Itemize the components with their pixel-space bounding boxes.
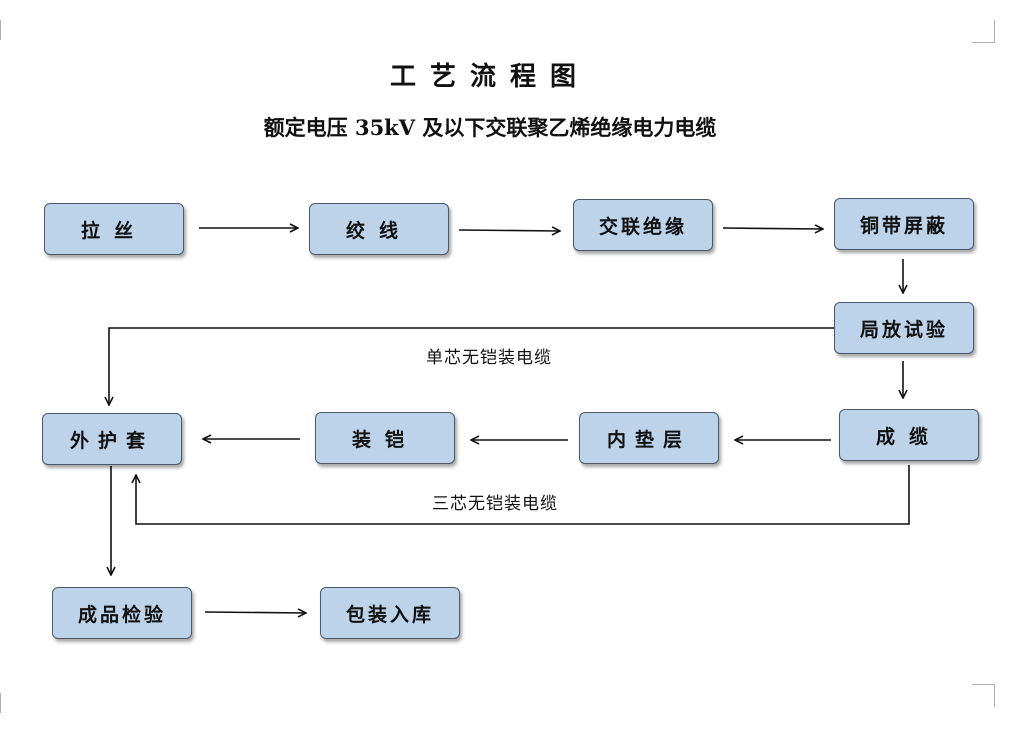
crop-mark-bottom-left bbox=[0, 693, 23, 713]
step-outer-sheath: 外护套 bbox=[42, 413, 182, 465]
crop-mark-top-right bbox=[972, 20, 995, 43]
step-stranding: 绞线 bbox=[309, 203, 449, 255]
arrow-stranding-to-insulation bbox=[458, 230, 560, 231]
arrow-inspection-to-packing bbox=[204, 612, 306, 613]
step-final-inspection: 成品检验 bbox=[52, 587, 192, 639]
step-packing-storage: 包装入库 bbox=[320, 587, 460, 639]
step-armoring: 装铠 bbox=[315, 412, 455, 464]
step-partial-discharge-test: 局放试验 bbox=[834, 302, 974, 354]
diagram-subtitle: 额定电压 35kV 及以下交联聚乙烯绝缘电力电缆 bbox=[263, 115, 717, 140]
arrow-insulation-to-shield bbox=[722, 228, 823, 229]
step-inner-bedding: 内垫层 bbox=[579, 412, 719, 464]
label-three-core-unarmored: 三芯无铠装电缆 bbox=[432, 494, 558, 514]
crop-mark-bottom-right bbox=[972, 684, 995, 707]
step-xlpe-insulation: 交联绝缘 bbox=[573, 199, 713, 251]
crop-mark-top-left bbox=[0, 20, 23, 40]
step-cabling: 成缆 bbox=[839, 409, 979, 461]
arrow-three-core-bypass bbox=[136, 465, 910, 525]
step-drawing: 拉丝 bbox=[44, 203, 184, 255]
label-single-core-unarmored: 单芯无铠装电缆 bbox=[426, 348, 552, 368]
step-copper-tape-shield: 铜带屏蔽 bbox=[834, 198, 974, 250]
diagram-title: 工艺流程图 bbox=[389, 62, 590, 92]
arrow-single-core-bypass bbox=[109, 327, 834, 405]
